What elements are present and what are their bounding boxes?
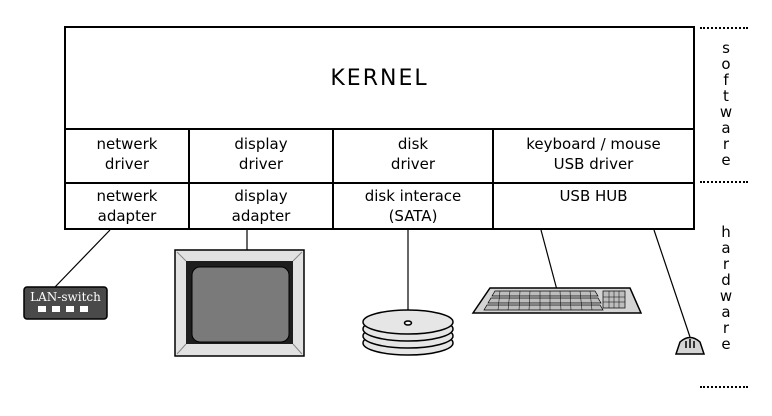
lan-switch-icon: LAN-switch (23, 286, 108, 320)
software-letter: o (721, 55, 731, 73)
kernel-box: KERNEL (66, 28, 693, 130)
display-driver-line2: driver (238, 155, 284, 173)
software-letter: f (723, 71, 729, 89)
display-driver-line1: display (234, 135, 288, 153)
usb-driver-line1: keyboard / mouse (526, 135, 661, 153)
hardware-letter: r (722, 319, 730, 337)
usb-driver-line2: USB driver (553, 155, 634, 173)
mouse-connector-line (653, 229, 691, 338)
usb-hub-line1: USB HUB (559, 187, 628, 205)
network-driver-line2: driver (104, 155, 150, 173)
hardware-letter: r (722, 255, 730, 273)
hardware-letter: a (721, 303, 731, 321)
bottom-dotted-separator (700, 386, 748, 388)
disk-driver-line2: driver (390, 155, 436, 173)
kernel-label: KERNEL (330, 65, 429, 91)
os-layer-diagram: KERNEL netwerk driver display driver dis… (64, 26, 695, 230)
disk-interface-line1: disk interace (364, 187, 462, 205)
disk-stack-icon (362, 309, 454, 356)
hardware-letter: e (721, 335, 731, 353)
software-letter: e (721, 151, 731, 169)
network-adapter-box: netwerk adapter (66, 184, 190, 228)
hardware-letter: h (721, 223, 731, 241)
disk-interface-line2: (SATA) (388, 207, 438, 225)
display-adapter-line2: adapter (231, 207, 291, 225)
network-driver-line1: netwerk (96, 135, 158, 153)
software-letter: s (722, 39, 730, 57)
network-adapter-line2: adapter (97, 207, 157, 225)
display-adapter-line1: display (234, 187, 288, 205)
disk-interface-box: disk interace (SATA) (334, 184, 494, 228)
keyboard-icon (471, 287, 643, 314)
software-letter: w (719, 103, 733, 121)
driver-row: netwerk driver display driver disk drive… (66, 128, 693, 184)
hardware-row: netwerk adapter display adapter disk int… (66, 184, 693, 228)
software-letter: a (721, 119, 731, 137)
hardware-letter: a (721, 239, 731, 257)
top-dotted-separator (700, 27, 748, 29)
monitor-icon (174, 249, 305, 357)
keyboard-connector-line (540, 229, 558, 291)
network-driver-box: netwerk driver (66, 128, 190, 182)
disk-driver-box: disk driver (334, 128, 494, 182)
software-letter: r (722, 135, 730, 153)
software-letter: t (723, 87, 729, 105)
display-driver-box: display driver (190, 128, 334, 182)
hardware-letter: d (721, 271, 731, 289)
usb-hub-box: USB HUB (494, 184, 693, 228)
usb-driver-box: keyboard / mouse USB driver (494, 128, 693, 182)
display-adapter-box: display adapter (190, 184, 334, 228)
mouse-icon (674, 336, 706, 355)
hardware-letter: w (719, 287, 733, 305)
network-adapter-line1: netwerk (96, 187, 158, 205)
lan-switch-label: LAN-switch (30, 290, 101, 304)
middle-dotted-separator (700, 181, 748, 183)
disk-driver-line1: disk (397, 135, 429, 153)
network-connector-line (54, 229, 111, 288)
